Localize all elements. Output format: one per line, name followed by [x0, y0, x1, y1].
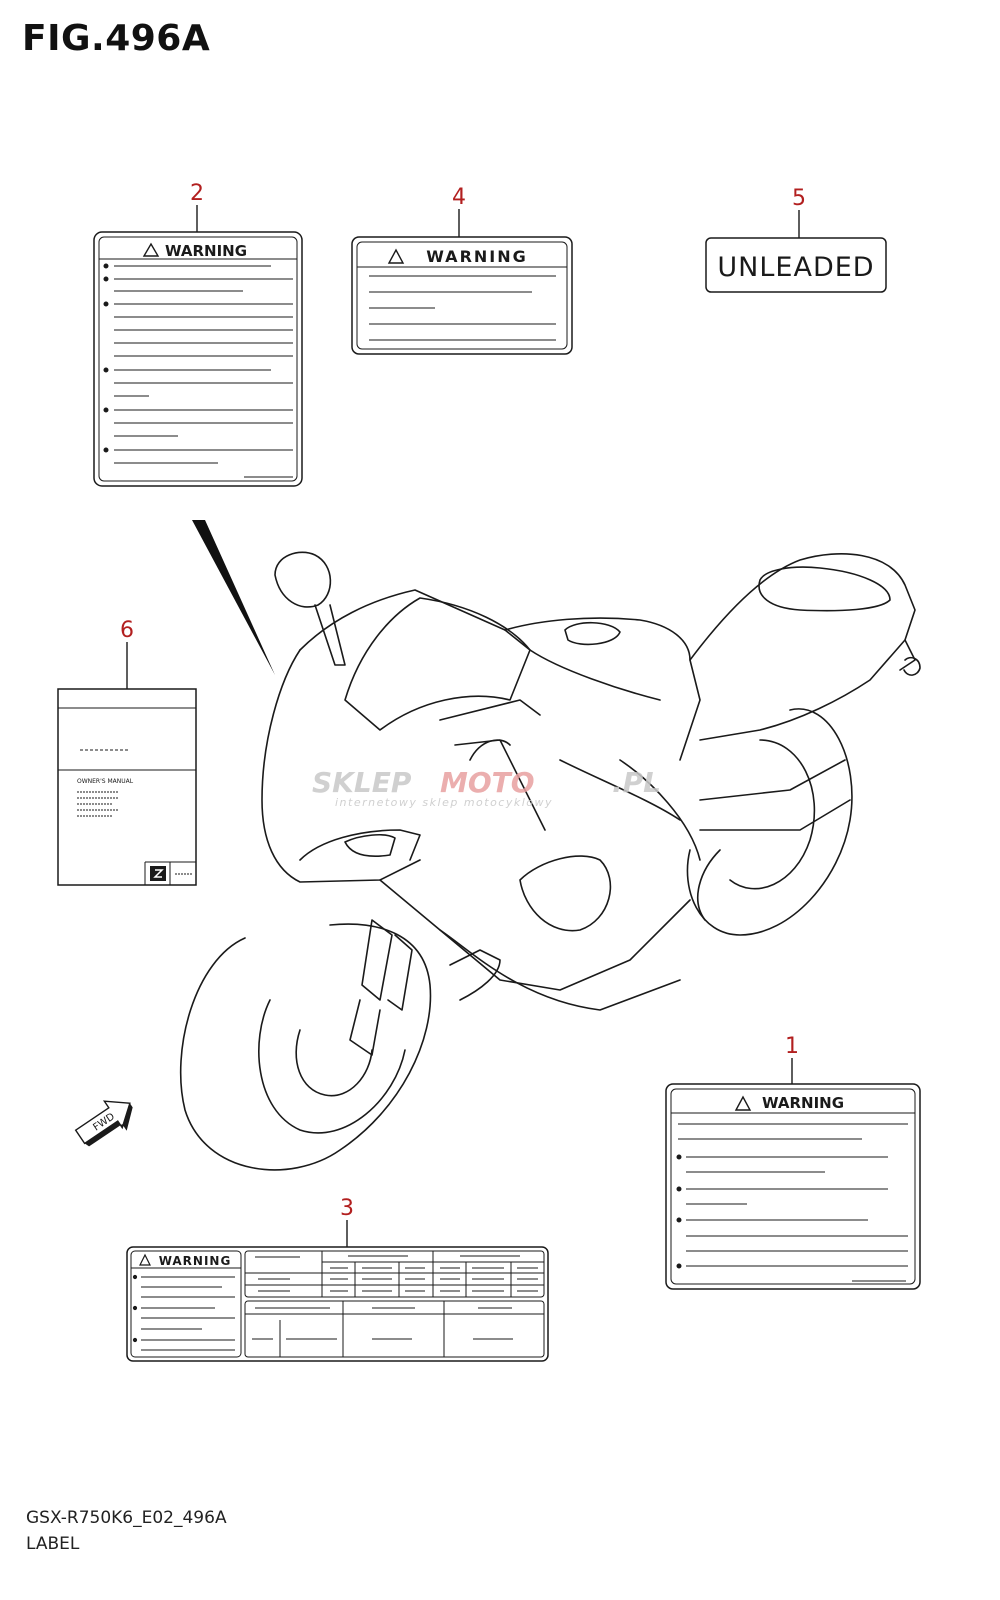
watermark-brand-suffix: .PL: [612, 766, 661, 799]
label-1-heading: WARNING: [762, 1094, 844, 1112]
watermark-brand-left: SKLEP: [312, 766, 412, 799]
suzuki-logo-icon: [150, 866, 166, 881]
label-3-heading: WARNING: [159, 1254, 232, 1268]
callout-number-5: 5: [792, 186, 806, 211]
label-5-unleaded-sticker[interactable]: 5 UNLEADED: [705, 186, 887, 293]
leader-wedge: [192, 520, 275, 675]
callout-number-1: 1: [785, 1034, 799, 1059]
watermark: SKLEP MOTO .PL internetowy sklep motocyk…: [312, 766, 661, 809]
label-3-warning-sticker[interactable]: 3 WARNING: [126, 1196, 549, 1362]
figure-label: LABEL: [26, 1534, 80, 1554]
watermark-brand-right: MOTO: [440, 766, 535, 799]
label-6-owners-manual[interactable]: 6 OWNER'S MANUAL: [57, 618, 197, 886]
label-2-heading: WARNING: [165, 242, 247, 260]
warning-triangle-icon: [139, 1253, 151, 1266]
forward-direction-marker: FWD: [74, 1100, 133, 1147]
label-5-text: UNLEADED: [717, 252, 874, 283]
label-4-heading: WARNING: [426, 247, 528, 266]
warning-triangle-icon: [142, 242, 160, 257]
callout-number-4: 4: [452, 185, 466, 210]
label-2-warning-sticker[interactable]: 2 WARNING: [93, 181, 303, 487]
label-1-warning-sticker[interactable]: 1 WARNING: [665, 1034, 921, 1290]
callout-number-3: 3: [340, 1196, 354, 1221]
watermark-tagline: internetowy sklep motocyklowy: [335, 796, 553, 809]
label-6-text: OWNER'S MANUAL: [77, 778, 134, 785]
label-4-warning-sticker[interactable]: 4 WARNING: [351, 185, 573, 355]
callout-number-6: 6: [120, 618, 134, 643]
callout-number-2: 2: [190, 181, 204, 206]
figure-title: FIG.496A: [22, 18, 211, 59]
warning-triangle-icon: [387, 248, 405, 264]
motorcycle-outline: [179, 551, 921, 1171]
figure-code: GSX-R750K6_E02_496A: [26, 1508, 227, 1528]
warning-triangle-icon: [734, 1095, 752, 1111]
